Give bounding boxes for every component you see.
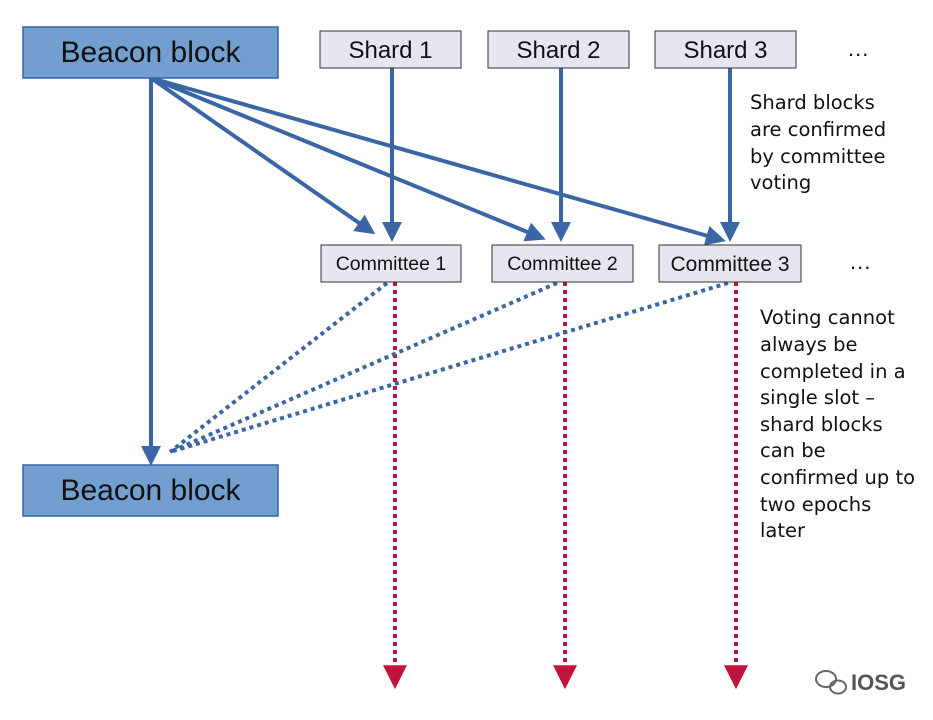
beacon-block-bottom-label: Beacon block <box>60 474 241 507</box>
shard-2-box: Shard 2 <box>487 30 630 69</box>
shards-ellipsis: ... <box>848 36 869 61</box>
note-shard-line-4: voting <box>750 171 811 194</box>
watermark: IOSG <box>815 670 906 695</box>
note-voting-line-7: confirmed up to <box>760 466 915 489</box>
note-voting-delay: Voting cannot always be completed in a s… <box>760 306 915 542</box>
wechat-icon <box>815 670 847 695</box>
note-voting-line-9: later <box>760 519 806 542</box>
beacon-to-committee-3-arrow <box>150 76 726 246</box>
shard-1-label: Shard 1 <box>348 37 432 64</box>
note-voting-line-3: completed in a <box>760 360 906 383</box>
note-voting-line-1: Voting cannot <box>760 306 895 329</box>
note-voting-line-6: can be <box>760 439 826 462</box>
blue-dotted-arrows <box>168 281 729 454</box>
beacon-block-bottom: Beacon block <box>22 464 279 517</box>
note-voting-line-5: shard blocks <box>760 413 883 436</box>
committee-3-label: Committee 3 <box>670 253 789 276</box>
red-dotted-arrows <box>383 282 748 690</box>
beacon-to-committee-2-arrow <box>150 76 546 242</box>
committee-2-to-beacon-arrow <box>169 281 558 454</box>
watermark-text: IOSG <box>851 670 906 695</box>
committee-3-to-beacon-arrow <box>169 281 729 454</box>
beacon-to-committee-1-arrow <box>149 76 376 235</box>
committee-2-box: Committee 2 <box>491 244 634 283</box>
blue-solid-arrows <box>141 68 740 466</box>
shard-2-label: Shard 2 <box>516 37 600 64</box>
note-shard-line-3: by committee <box>750 145 885 168</box>
note-shard-line-2: are confirmed <box>750 118 886 141</box>
committee-1-box: Committee 1 <box>320 244 462 283</box>
committee-1-to-beacon-arrow <box>168 281 389 454</box>
shard-1-box: Shard 1 <box>319 30 462 69</box>
committee-3-box: Committee 3 <box>658 244 802 283</box>
shard-3-box: Shard 3 <box>654 30 797 69</box>
beacon-block-top-label: Beacon block <box>60 36 241 69</box>
committee-2-label: Committee 2 <box>507 253 618 275</box>
note-shard-line-1: Shard blocks <box>750 91 875 114</box>
committees-ellipsis: ... <box>850 249 871 274</box>
note-voting-line-2: always be <box>760 333 858 356</box>
committee-1-label: Committee 1 <box>336 253 447 275</box>
note-shard-confirmation: Shard blocks are confirmed by committee … <box>750 91 886 194</box>
note-voting-line-4: single slot – <box>760 386 875 409</box>
shard-3-label: Shard 3 <box>683 37 767 64</box>
beacon-block-top: Beacon block <box>22 26 279 79</box>
note-voting-line-8: two epochs <box>760 493 871 516</box>
